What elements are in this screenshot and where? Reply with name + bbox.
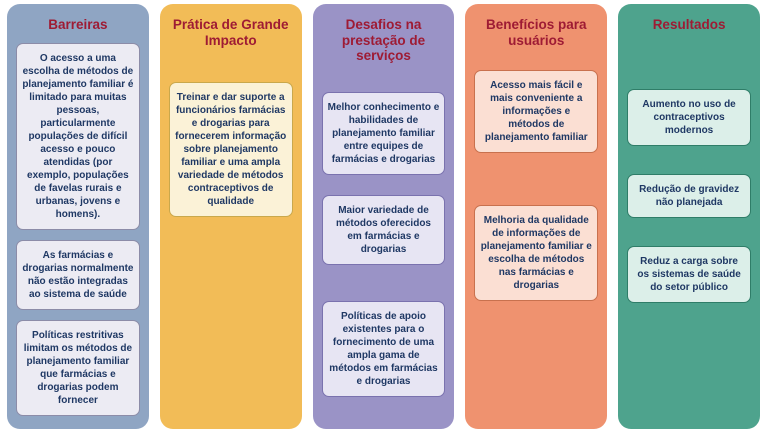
card-desafios-1: Melhor conhecimento e habilidades de pla… — [321, 91, 446, 175]
column-desafios: Desafios na prestação de serviços Melhor… — [312, 4, 455, 429]
card-desafios-3: Políticas de apoio existentes para o for… — [321, 300, 446, 397]
card-resultados-1: Aumento no uso de contraceptivos moderno… — [627, 88, 751, 146]
column-barreiras: Barreiras O acesso a uma escolha de méto… — [7, 4, 149, 429]
card-beneficios-2: Melhoria da qualidade de informações de … — [474, 205, 599, 302]
column-resultados: Resultados Aumento no uso de contracepti… — [618, 4, 760, 429]
column-title-beneficios: Benefícios para usuários — [486, 17, 587, 48]
card-resultados-2: Redução de gravidez não planejada — [627, 173, 751, 218]
column-pratica-de-grande-impacto: Prática de Grande Impacto Treinar e dar … — [159, 4, 302, 429]
card-barreiras-1: O acesso a uma escolha de métodos de pla… — [16, 42, 140, 230]
card-resultados-3: Reduz a carga sobre os sistemas de saúde… — [627, 245, 751, 303]
card-barreiras-3: Políticas restritivas limitam os métodos… — [16, 319, 140, 416]
column-beneficios: Benefícios para usuários Acesso mais fác… — [465, 4, 608, 429]
card-barreiras-2: As farmácias e drogarias normalmente não… — [16, 239, 140, 310]
column-title-barreiras: Barreiras — [48, 17, 108, 32]
column-title-desafios: Desafios na prestação de serviços — [341, 17, 426, 64]
card-pratica-1: Treinar e dar suporte a funcionários far… — [168, 82, 293, 218]
column-title-resultados: Resultados — [652, 17, 726, 32]
card-beneficios-1: Acesso mais fácil e mais conveniente a i… — [474, 70, 599, 154]
card-desafios-2: Maior variedade de métodos oferecidos em… — [321, 194, 446, 265]
column-title-pratica: Prática de Grande Impacto — [172, 17, 289, 48]
